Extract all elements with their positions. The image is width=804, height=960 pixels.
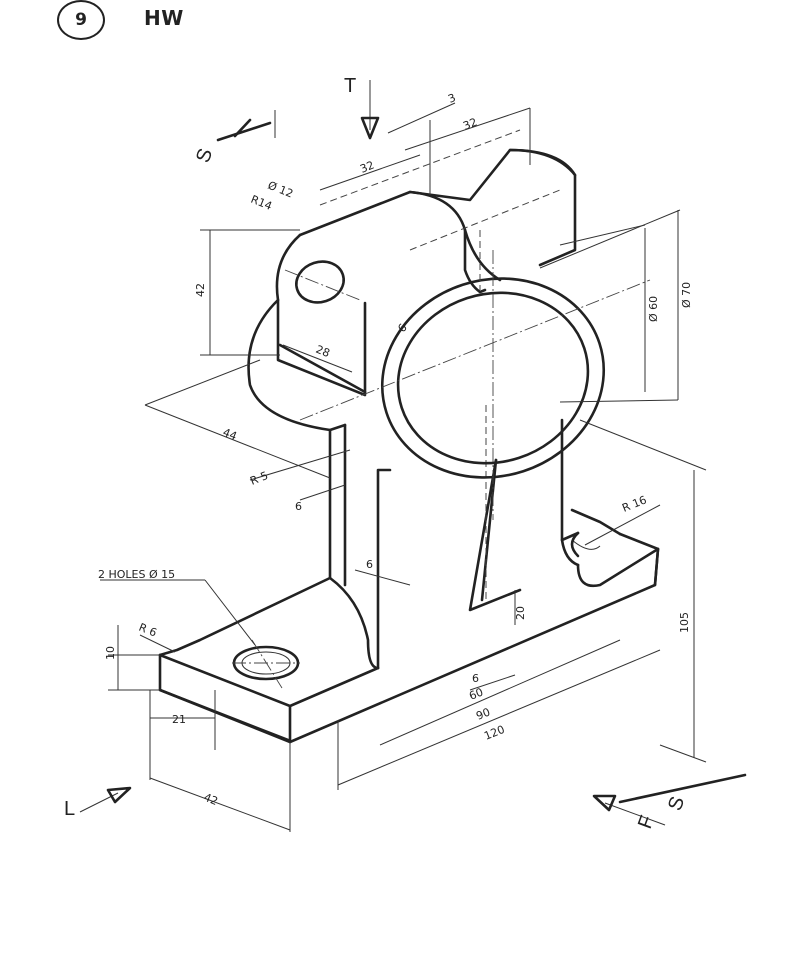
section-letter-right: S	[664, 794, 689, 814]
bore-inner	[396, 291, 590, 465]
dim-rib-20: 20	[514, 606, 527, 620]
dim-boss-radius: R14	[249, 193, 274, 213]
base-plate	[158, 508, 660, 744]
dim-height-105: 105	[678, 612, 691, 633]
dim-len-60: 60	[467, 685, 485, 702]
problem-number-badge: 9	[57, 0, 105, 40]
dim-corner-r16: R 16	[620, 493, 648, 514]
dim-rib-6b: 6	[472, 672, 479, 685]
dim-length-44: 44	[221, 426, 239, 443]
dim-dia-60: Ø 60	[647, 296, 660, 322]
dim-corner-r6: R 6	[137, 621, 159, 640]
dim-dia-70: Ø 70	[680, 282, 693, 308]
dim-fillet-r5: R 5	[248, 469, 270, 488]
dim-web-6: 6	[366, 558, 373, 571]
dim-top-c: 32	[358, 158, 376, 175]
dim-top-a: 3	[446, 91, 457, 106]
view-letter-left: L	[64, 798, 75, 820]
dim-base-10: 10	[104, 646, 117, 660]
section-letter-top: S	[192, 146, 217, 166]
upright-web	[328, 405, 580, 670]
dim-rib-6: 6	[295, 500, 302, 513]
bearing-housing	[247, 129, 651, 520]
lug-hole	[295, 260, 345, 304]
dimension-lines	[79, 80, 747, 832]
dim-hole-dia: Ø 12	[266, 179, 295, 201]
dim-len-90: 90	[474, 705, 492, 722]
dim-width-28: 28	[314, 343, 332, 360]
dim-base-42: 42	[202, 791, 220, 808]
bore-outer	[380, 277, 606, 479]
dim-height-42: 42	[194, 283, 207, 297]
dim-top-b: 32	[461, 115, 479, 132]
holes-note: 2 HOLES Ø 15	[98, 568, 175, 581]
dim-base-21: 21	[172, 713, 186, 726]
view-letter-top: T	[344, 75, 356, 97]
page-title: HW	[144, 6, 184, 30]
dim-len-120: 120	[482, 723, 506, 743]
view-letter-front: F	[634, 813, 659, 832]
